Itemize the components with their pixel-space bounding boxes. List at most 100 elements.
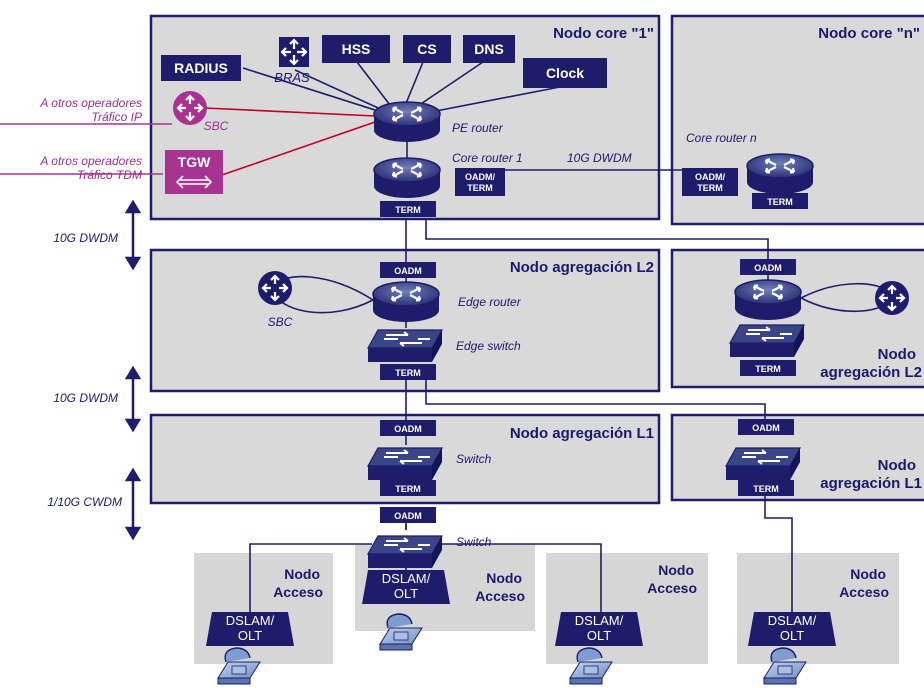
edge-router-icon [371,280,441,324]
oadm-term-coren-box [682,168,738,196]
oadm-l1-left-label: OADM [394,424,422,434]
oadm-l1-left-box [380,420,436,436]
oadm-term-coren-l2: TERM [697,183,723,193]
dwdm-l1-span-label: 10G DWDM [53,391,118,405]
term-l1-left-label: TERM [395,484,421,494]
hss-box [322,35,390,63]
core1-title: Nodo core "1" [553,25,654,42]
switch-access-label: Switch [456,535,492,549]
dwdm-l2-span-label: 10G DWDM [53,231,118,245]
dslam-1-l1: DSLAM/ [226,613,275,628]
agg-l2-right-title-1: Nodo [878,346,916,363]
clock-label: Clock [546,65,584,81]
edge-switch-label: Edge switch [456,339,521,353]
acceso-1-l1: Nodo [284,566,320,582]
agg-l1-left-title: Nodo agregación L1 [510,425,654,442]
oadm-term-coren-l1: OADM/ [695,172,725,182]
agg-l2-right-box [670,248,924,389]
fiber-links [242,61,889,620]
cs-label: CS [417,41,436,57]
dslam-3-l2: OLT [587,628,611,643]
dslam-4-l1: DSLAM/ [768,613,817,628]
pe-router-icon [372,100,442,144]
term-l2-left-box [380,364,436,380]
radius-label: RADIUS [174,60,228,76]
cs-box [403,35,451,63]
agg-l1-right-title-2: agregación L1 [820,475,922,492]
bras-label: BRAS [274,70,310,85]
switch-access-icon [367,535,443,569]
term-coren-box [752,193,808,209]
oadm-access-box [380,507,436,523]
bras-icon [279,37,309,67]
edge-router-right-icon [733,278,803,322]
oadm-l2-right-label: OADM [754,263,782,273]
switch-l1-right-icon [725,447,801,481]
span-arrows [124,199,142,541]
oadm-l2-left-label: OADM [394,266,422,276]
sbc-l2-icon [256,269,294,307]
term-l2-right-box [740,360,796,376]
dslam-1-l2: OLT [238,628,262,643]
dslam-4-l2: OLT [780,628,804,643]
switch-l1-icon [367,447,443,481]
core-router-1-label: Core router 1 [452,151,523,165]
term-l1-left-box [380,480,436,496]
oadm-l1-right-label: OADM [752,423,780,433]
dns-box [463,35,515,63]
external-links [0,107,376,176]
oadm-l2-right-box [740,259,796,275]
oadm-term-core1-box [455,168,505,196]
acceso-3-l1: Nodo [658,562,694,578]
hss-label: HSS [342,41,371,57]
core-router-1-icon [372,156,442,200]
edge-switch-right-icon [729,324,805,358]
cwdm-span-label: 1/10G CWDM [47,495,122,509]
dslam-2-l1: DSLAM/ [382,571,431,586]
clock-box [523,58,607,88]
edge-switch-icon [367,329,443,363]
oadm-term-core1-l1: OADM/ [465,172,495,182]
term-core1-label: TERM [395,205,421,215]
agg-l1-right-box [670,413,924,502]
core-router-n-icon [745,152,815,196]
dslam-2-l2: OLT [394,586,418,601]
dwdm-core-label: 10G DWDM [567,151,632,165]
ext-tdm-line1: A otros operadores [39,154,142,168]
term-core1-box [380,201,436,217]
dslam-3-l1: DSLAM/ [575,613,624,628]
term-l1-right-label: TERM [753,484,779,494]
agg-l2-right-title-2: agregación L2 [820,364,922,381]
ext-ip-line2: Tráfico IP [92,110,142,124]
sbc-core-label: SBC [204,119,229,133]
acceso-2-l2: Acceso [475,588,525,604]
edge-router-label: Edge router [458,295,522,309]
acceso-2-l1: Nodo [486,570,522,586]
tgw-label: TGW [178,154,211,170]
coren-title: Nodo core "n" [818,25,920,42]
ext-ip-line1: A otros operadores [39,96,142,110]
tgw-box [165,150,223,194]
term-l2-left-label: TERM [395,368,421,378]
pe-router-label: PE router [452,121,504,135]
oadm-access-label: OADM [394,511,422,521]
sbc-l2-right-icon [873,279,911,317]
oadm-term-core1-l2: TERM [467,183,493,193]
double-arrow-icon [175,175,213,189]
switch-l1-label: Switch [456,452,492,466]
acceso-1-l2: Acceso [273,584,323,600]
core-router-n-label: Core router n [686,131,757,145]
agg-l1-right-title-1: Nodo [878,457,916,474]
acceso-3-l2: Acceso [647,580,697,596]
oadm-l2-left-box [380,262,436,278]
oadm-l1-right-box [738,419,794,435]
term-l2-right-label: TERM [755,364,781,374]
term-coren-label: TERM [767,197,793,207]
radius-box [161,55,241,81]
acceso-4-l1: Nodo [850,566,886,582]
term-l1-right-box [738,480,794,496]
sbc-core-icon [171,89,209,127]
acceso-4-l2: Acceso [839,584,889,600]
agg-l2-left-title: Nodo agregación L2 [510,259,654,276]
